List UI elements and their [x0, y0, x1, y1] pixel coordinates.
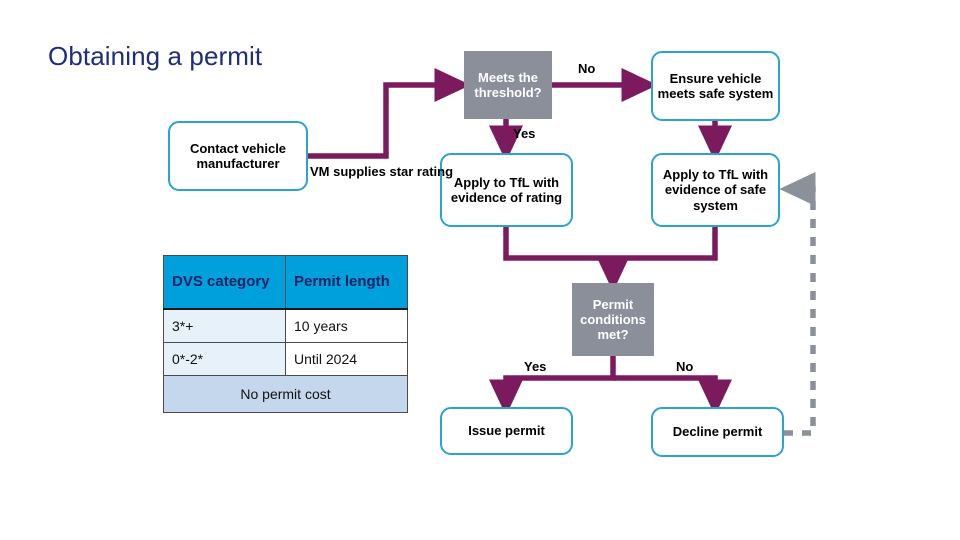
table-cell-category: 0*-2* — [163, 342, 286, 376]
connector-decline-feedback — [779, 171, 816, 436]
table-cell-length: 10 years — [285, 308, 408, 343]
connector-conditions-no — [613, 375, 733, 416]
table-cell-category: 3*+ — [163, 308, 286, 343]
table-footer-row: No permit cost — [163, 375, 408, 413]
flow-node-apply-tfl-evidence-of-rating[interactable]: Apply to TfL with evidence of rating — [440, 153, 573, 227]
table-row: 3*+ 10 years — [163, 308, 408, 343]
connector-contact-to-threshold — [308, 67, 471, 159]
connector-apply-safe-down — [613, 227, 718, 261]
edge-label-conditions-yes: Yes — [524, 359, 547, 374]
table-header-row: DVS category Permit length — [163, 255, 408, 310]
edge-label-threshold-no: No — [578, 61, 596, 76]
table-footer-no-permit-cost: No permit cost — [163, 375, 408, 413]
flow-node-label: Apply to TfL with evidence of safe syste… — [662, 167, 769, 213]
flow-node-permit-conditions-met[interactable]: Permit conditions met? — [572, 283, 654, 356]
flow-node-label: Apply to TfL with evidence of rating — [450, 174, 563, 205]
flow-node-label: Issue permit — [468, 423, 545, 439]
table-cell-length: Until 2024 — [285, 342, 408, 376]
flow-node-label: Meets the threshold? — [474, 69, 542, 100]
edge-label-vm-supplies-star-rating: VM supplies star rating — [310, 164, 454, 179]
connector-conditions-yes — [488, 356, 616, 416]
flow-node-label: Decline permit — [672, 424, 763, 440]
flow-node-apply-tfl-evidence-of-safe-system[interactable]: Apply to TfL with evidence of safe syste… — [651, 153, 780, 227]
flow-node-label: Contact vehicle manufacturer — [189, 140, 287, 171]
flow-node-contact-vehicle-manufacturer[interactable]: Contact vehicle manufacturer — [168, 121, 308, 191]
table-header-dvs-category: DVS category — [163, 255, 286, 310]
flow-node-label: Permit conditions met? — [580, 296, 646, 343]
page-title: Obtaining a permit — [48, 41, 263, 71]
edge-label-conditions-no: No — [676, 359, 694, 374]
flow-node-meets-threshold[interactable]: Meets the threshold? — [464, 51, 552, 119]
flow-node-ensure-vehicle-meets-safe-system[interactable]: Ensure vehicle meets safe system — [651, 51, 780, 121]
flow-node-decline-permit[interactable]: Decline permit — [651, 407, 784, 457]
connector-apply-rating-down — [503, 227, 613, 261]
table-row: 0*-2* Until 2024 — [163, 342, 408, 376]
table-header-permit-length: Permit length — [285, 255, 408, 310]
flow-node-label: Ensure vehicle meets safe system — [657, 70, 774, 101]
edge-label-threshold-yes: Yes — [513, 126, 536, 141]
flow-node-issue-permit[interactable]: Issue permit — [440, 407, 573, 455]
dvs-permit-length-table: DVS category Permit length 3*+ 10 years … — [163, 255, 408, 413]
